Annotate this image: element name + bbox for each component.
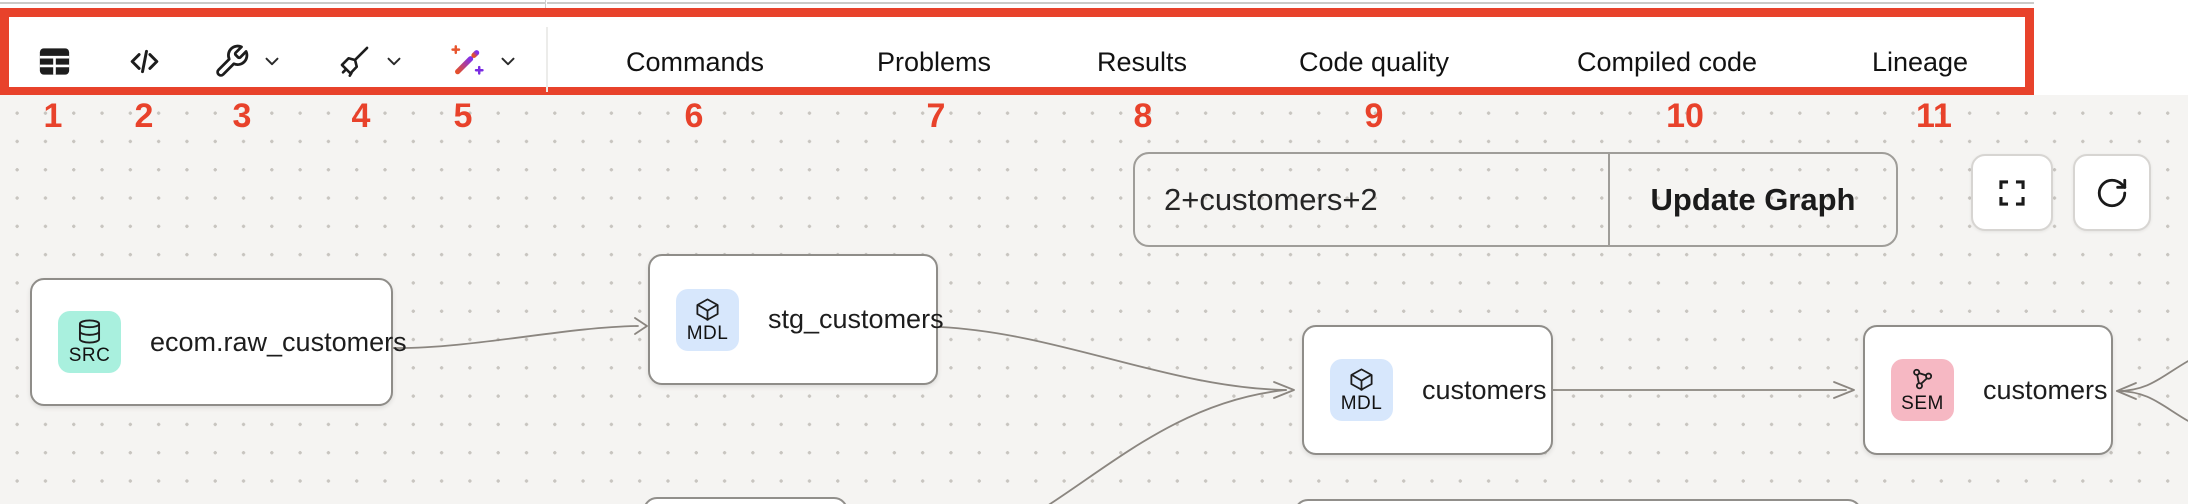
annotation-number: 9 xyxy=(1364,97,1384,135)
annotation-number: 3 xyxy=(232,97,252,135)
cube-icon xyxy=(696,297,719,321)
annotation-number: 1 xyxy=(43,97,63,135)
node-label: ecom.raw_customers xyxy=(150,326,407,357)
graph-filter-input[interactable] xyxy=(1135,154,1608,245)
table-icon xyxy=(39,47,70,75)
magic-wand-button[interactable] xyxy=(449,38,519,84)
badge-label: SEM xyxy=(1901,393,1944,414)
tab-results[interactable]: Results xyxy=(1096,47,1188,77)
cube-icon xyxy=(1350,368,1373,391)
node-label: customers xyxy=(1422,374,1547,405)
tab-problems[interactable]: Problems xyxy=(876,47,992,77)
table-button[interactable] xyxy=(36,38,73,84)
refresh-icon xyxy=(2097,178,2127,207)
badge-label: MDL xyxy=(686,322,729,344)
refresh-button[interactable] xyxy=(2073,154,2151,231)
node-customers-mdl[interactable]: MDL customers xyxy=(1302,325,1553,455)
partial-node[interactable] xyxy=(1294,499,1862,504)
node-label: customers xyxy=(1983,374,2108,405)
node-stg-customers[interactable]: MDL stg_customers xyxy=(648,254,944,385)
magic-wand-icon xyxy=(451,44,484,75)
chevron-down-icon xyxy=(501,57,515,66)
code-icon xyxy=(130,49,159,73)
top-divider xyxy=(0,2,2188,4)
share-network-icon xyxy=(1913,368,1933,390)
node-type-badge: MDL xyxy=(676,288,739,351)
annotation-number: 5 xyxy=(453,97,473,135)
broom-icon xyxy=(340,46,369,77)
annotation-number: 4 xyxy=(351,97,371,135)
annotation-number: 10 xyxy=(1666,97,1704,135)
chevron-down-icon xyxy=(265,57,279,66)
badge-label: MDL xyxy=(1340,393,1383,414)
node-type-badge: SEM xyxy=(1891,359,1954,421)
broom-button[interactable] xyxy=(335,38,405,84)
panel-divider-tick xyxy=(545,0,547,9)
update-graph-button[interactable]: Update Graph xyxy=(1608,154,1896,245)
header-right-spacer xyxy=(2034,0,2188,96)
badge-label: SRC xyxy=(68,345,111,366)
annotation-number: 11 xyxy=(1916,97,1952,135)
fullscreen-button[interactable] xyxy=(1971,154,2053,231)
tab-lineage[interactable]: Lineage xyxy=(1871,47,1969,77)
node-label: stg_customers xyxy=(768,304,944,334)
annotation-number: 6 xyxy=(684,97,704,135)
database-icon xyxy=(78,319,101,344)
tab-commands[interactable]: Commands xyxy=(625,47,765,77)
tab-code-quality[interactable]: Code quality xyxy=(1298,47,1450,77)
graph-filter-control: Update Graph xyxy=(1133,152,1898,247)
fullscreen-icon xyxy=(1999,179,2025,206)
annotation-number: 2 xyxy=(134,97,154,135)
partial-node[interactable] xyxy=(643,497,848,504)
tab-compiled-code[interactable]: Compiled code xyxy=(1576,47,1758,77)
toolbar-separator xyxy=(546,27,548,92)
annotation-number: 7 xyxy=(926,97,946,135)
wrench-button[interactable] xyxy=(213,38,283,84)
wrench-icon xyxy=(216,44,249,77)
node-type-badge: MDL xyxy=(1330,359,1393,421)
annotation-number: 8 xyxy=(1133,97,1153,135)
node-ecom-raw-customers[interactable]: SRC ecom.raw_customers xyxy=(30,278,407,406)
chevron-down-icon xyxy=(387,57,401,66)
node-customers-sem[interactable]: SEM customers xyxy=(1863,325,2113,455)
code-button[interactable] xyxy=(126,38,163,84)
node-type-badge: SRC xyxy=(58,311,121,373)
annotation-highlight-box: Commands Problems Results Code quality C… xyxy=(0,8,2034,96)
